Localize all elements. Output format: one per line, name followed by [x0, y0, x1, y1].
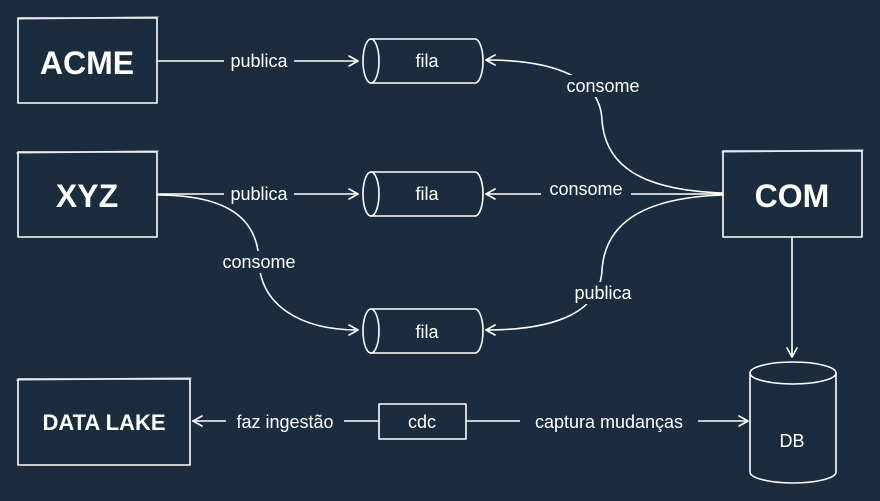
- edge-com-to-queue-bottom: [485, 194, 723, 336]
- label-com-consumes-top: consome: [566, 76, 639, 96]
- node-data-lake: DATA LAKE: [16, 377, 192, 466]
- node-xyz-label: XYZ: [56, 178, 118, 214]
- node-queue-top: fila: [362, 38, 484, 84]
- node-cdc-label: cdc: [408, 412, 436, 432]
- node-db: DB: [749, 361, 837, 484]
- node-queue-mid-label: fila: [415, 184, 439, 204]
- node-queue-mid: fila: [362, 171, 484, 217]
- label-acme-publishes: publica: [230, 51, 288, 71]
- node-xyz: XYZ: [16, 150, 159, 238]
- label-xyz-consumes: consome: [222, 252, 295, 272]
- node-com: COM: [721, 149, 864, 238]
- label-com-consumes-mid: consome: [549, 179, 622, 199]
- node-acme: ACME: [17, 16, 159, 104]
- node-acme-label: ACME: [40, 45, 134, 81]
- node-queue-top-label: fila: [415, 51, 439, 71]
- edges: [156, 54, 798, 427]
- node-queue-bottom: fila: [362, 308, 484, 354]
- label-xyz-publishes: publica: [230, 184, 288, 204]
- label-cdc-captures: captura mudanças: [535, 412, 683, 432]
- edge-com-to-queue-top: [485, 54, 723, 194]
- edge-labels: publica consome publica consome consome …: [214, 50, 698, 432]
- node-cdc: cdc: [378, 403, 467, 440]
- node-data-lake-label: DATA LAKE: [42, 410, 165, 435]
- node-db-label: DB: [779, 431, 804, 451]
- label-com-publishes: publica: [574, 283, 632, 303]
- label-cdc-ingests: faz ingestão: [236, 412, 333, 432]
- node-queue-bottom-label: fila: [415, 322, 439, 342]
- node-com-label: COM: [755, 178, 830, 214]
